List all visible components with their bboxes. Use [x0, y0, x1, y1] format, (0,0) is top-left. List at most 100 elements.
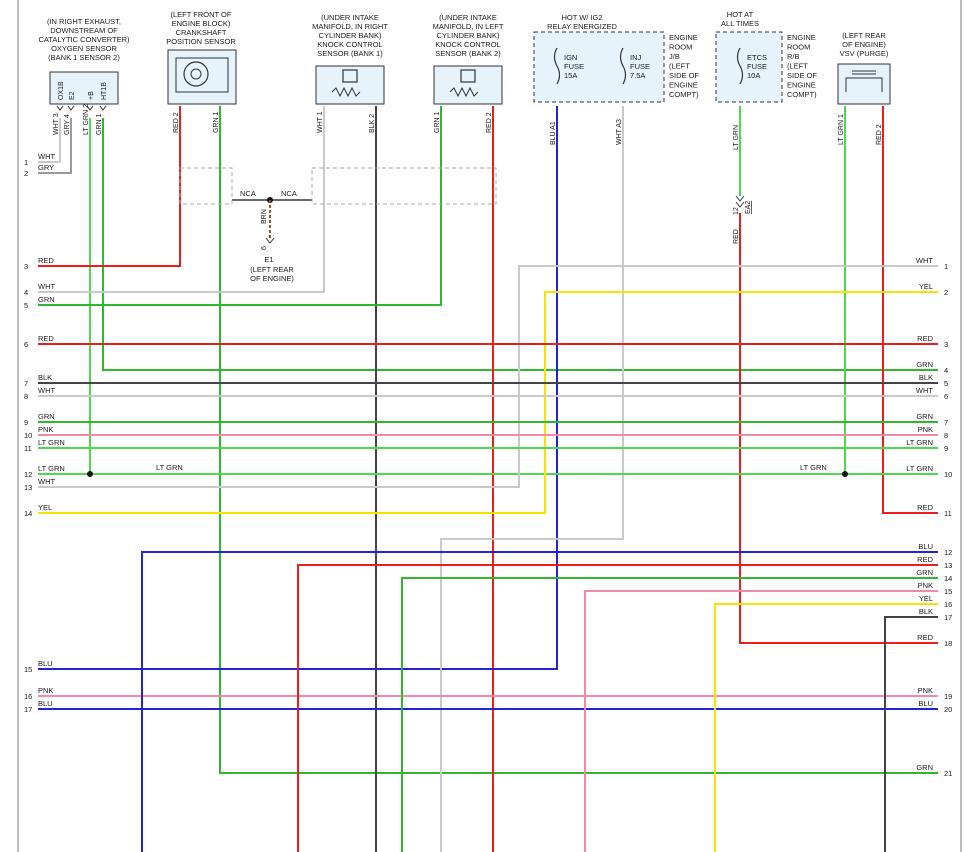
right-pin-14-number: 14 [944, 574, 952, 583]
left-pin-8-color: WHT [38, 386, 55, 395]
oxygen-sensor-title-line-3: CATALYTIC CONVERTER) [38, 35, 130, 44]
crankshaft-sensor-rotor-icon [190, 68, 202, 80]
engine-room-rb-label-line-3: R/B [787, 52, 800, 61]
right-pin-19-number: 19 [944, 692, 952, 701]
wire-ign-fuse-a1 [38, 106, 558, 670]
knock-sensor-bank1-resistor-icon [331, 86, 361, 98]
right-pin-18-color: RED [917, 633, 933, 642]
knock-sensor-bank2-box [433, 65, 503, 105]
left-pin-14-color: YEL [38, 503, 52, 512]
left-pin-5-number: 5 [24, 301, 28, 310]
wire-knock-1-pin-1 [38, 106, 325, 293]
fuse-2-label-line-2: FUSE [630, 62, 650, 71]
left-pin-3-color: RED [38, 256, 54, 265]
left-pin-13-color: WHT [38, 477, 55, 486]
right-pin-10-number: 10 [944, 470, 952, 479]
fuse-icon-1 [553, 47, 561, 85]
engine-room-rb-label-line-1: ENGINE [787, 33, 816, 42]
left-pin-4-number: 4 [24, 288, 28, 297]
oxygen-sensor-pin-wire-3: LT GRN 2 [83, 104, 90, 135]
right-pin-15-number: 15 [944, 587, 952, 596]
left-pin-11-color: LT GRN [38, 438, 65, 447]
oxygen-sensor-pin-label-2: E2 [69, 91, 76, 100]
fuse-2-label-line-1: INJ [630, 53, 642, 62]
components-layer [49, 31, 891, 244]
left-pin-14-number: 14 [24, 509, 32, 518]
fuse-1-label-line-2: FUSE [564, 62, 584, 71]
right-pin-7-number: 7 [944, 418, 948, 427]
left-pin-16-number: 16 [24, 692, 32, 701]
right-pin-4-color: GRN [916, 360, 933, 369]
wire-knock-2-pin-1 [38, 106, 442, 306]
right-pin-3-number: 3 [944, 340, 948, 349]
engine-room-rb-label-line-6: ENGINE [787, 81, 816, 90]
left-pin-1-number: 1 [24, 158, 28, 167]
oxygen-sensor-pin-terminal-1 [56, 105, 64, 111]
crankshaft-sensor-coil-icon [183, 61, 209, 87]
left-pin-5-color: GRN [38, 295, 55, 304]
oxygen-sensor-pin-terminal-4 [99, 105, 107, 111]
knock-sensor-bank2-title-line-5: SENSOR (BANK 2) [435, 49, 501, 58]
wire-crank-sensor-pin-2 [38, 106, 181, 267]
etcs-fuse-label-line-2: FUSE [747, 62, 767, 71]
nca-shield-right [311, 167, 497, 205]
right-pin-6-color: WHT [916, 386, 933, 395]
right-pin-2-number: 2 [944, 288, 948, 297]
splice-point-left [87, 471, 93, 477]
right-pin-5-color: BLK [919, 373, 933, 382]
knock-sensor-bank2-title-line-4: KNOCK CONTROL [435, 40, 500, 49]
crankshaft-sensor-title-line-2: ENGINE BLOCK) [172, 19, 231, 28]
nca-shield-left [179, 167, 233, 205]
wire-white-loop [38, 265, 938, 488]
left-pin-15-color: BLU [38, 659, 53, 668]
engine-room-jb-box [533, 31, 665, 103]
right-pin-9-color: LT GRN [906, 438, 933, 447]
wire-pin15-down [584, 590, 938, 852]
splice-label-right: LT GRN [800, 463, 827, 472]
right-pin-9-number: 9 [944, 444, 948, 453]
left-pin-16-color: PNK [38, 686, 53, 695]
oxygen-sensor-pin-wire-4: GRN 1 [96, 114, 103, 136]
nca-right-label: NCA [281, 189, 297, 198]
wire-yellow-loop [38, 291, 938, 514]
crankshaft-sensor-box [167, 49, 237, 105]
right-pin-15-color: PNK [918, 581, 933, 590]
ea2-connector-icon [735, 195, 745, 208]
right-pin-21-color: GRN [916, 763, 933, 772]
knock-sensor-bank2-pin-wire-2: RED 2 [486, 112, 493, 133]
left-pin-6-color: RED [38, 334, 54, 343]
right-pin-3-color: RED [917, 334, 933, 343]
engine-room-jb-label-line-5: SIDE OF [669, 71, 699, 80]
right-pin-17-color: BLK [919, 607, 933, 616]
ig2-pin-wire-2: WHT A3 [616, 119, 623, 145]
engine-room-jb-label-line-7: COMPT) [669, 90, 699, 99]
engine-room-rb-label-line-7: COMPT) [787, 90, 817, 99]
ig2-relay-title-line-1: HOT W/ IG2 [561, 13, 602, 22]
ground-name: E1 [264, 255, 273, 264]
oxygen-sensor-title-line-1: (IN RIGHT EXHAUST, [47, 17, 121, 26]
crankshaft-sensor-pin-wire-1: RED 2 [173, 112, 180, 133]
oxygen-sensor-pin-label-4: HT1B [101, 82, 108, 100]
left-pin-17-color: BLU [38, 699, 53, 708]
right-pin-19-color: PNK [918, 686, 933, 695]
right-pin-11-color: RED [917, 503, 933, 512]
right-pin-21-number: 21 [944, 769, 952, 778]
wire-oxygen-sensor-pin-1 [102, 118, 938, 371]
right-pin-18-number: 18 [944, 639, 952, 648]
right-pin-2-color: YEL [919, 282, 933, 291]
engine-room-jb-label-line-6: ENGINE [669, 81, 698, 90]
oxygen-sensor-pin-wire-1: WHT 3 [53, 113, 60, 135]
knock-sensor-bank2-resistor-icon [449, 86, 479, 98]
left-pin-7-number: 7 [24, 379, 28, 388]
right-pin-12-number: 12 [944, 548, 952, 557]
etcs-title-line-1: HOT AT [727, 10, 754, 19]
vsv-box [837, 63, 891, 105]
knock-sensor-bank1-pin-wire-1: WHT 1 [317, 111, 324, 133]
engine-room-rb-box [715, 31, 783, 103]
left-pin-11-number: 11 [24, 444, 32, 453]
wire-pin17-down [884, 616, 938, 852]
right-pin-8-number: 8 [944, 431, 948, 440]
engine-room-rb-label-line-4: (LEFT [787, 62, 808, 71]
